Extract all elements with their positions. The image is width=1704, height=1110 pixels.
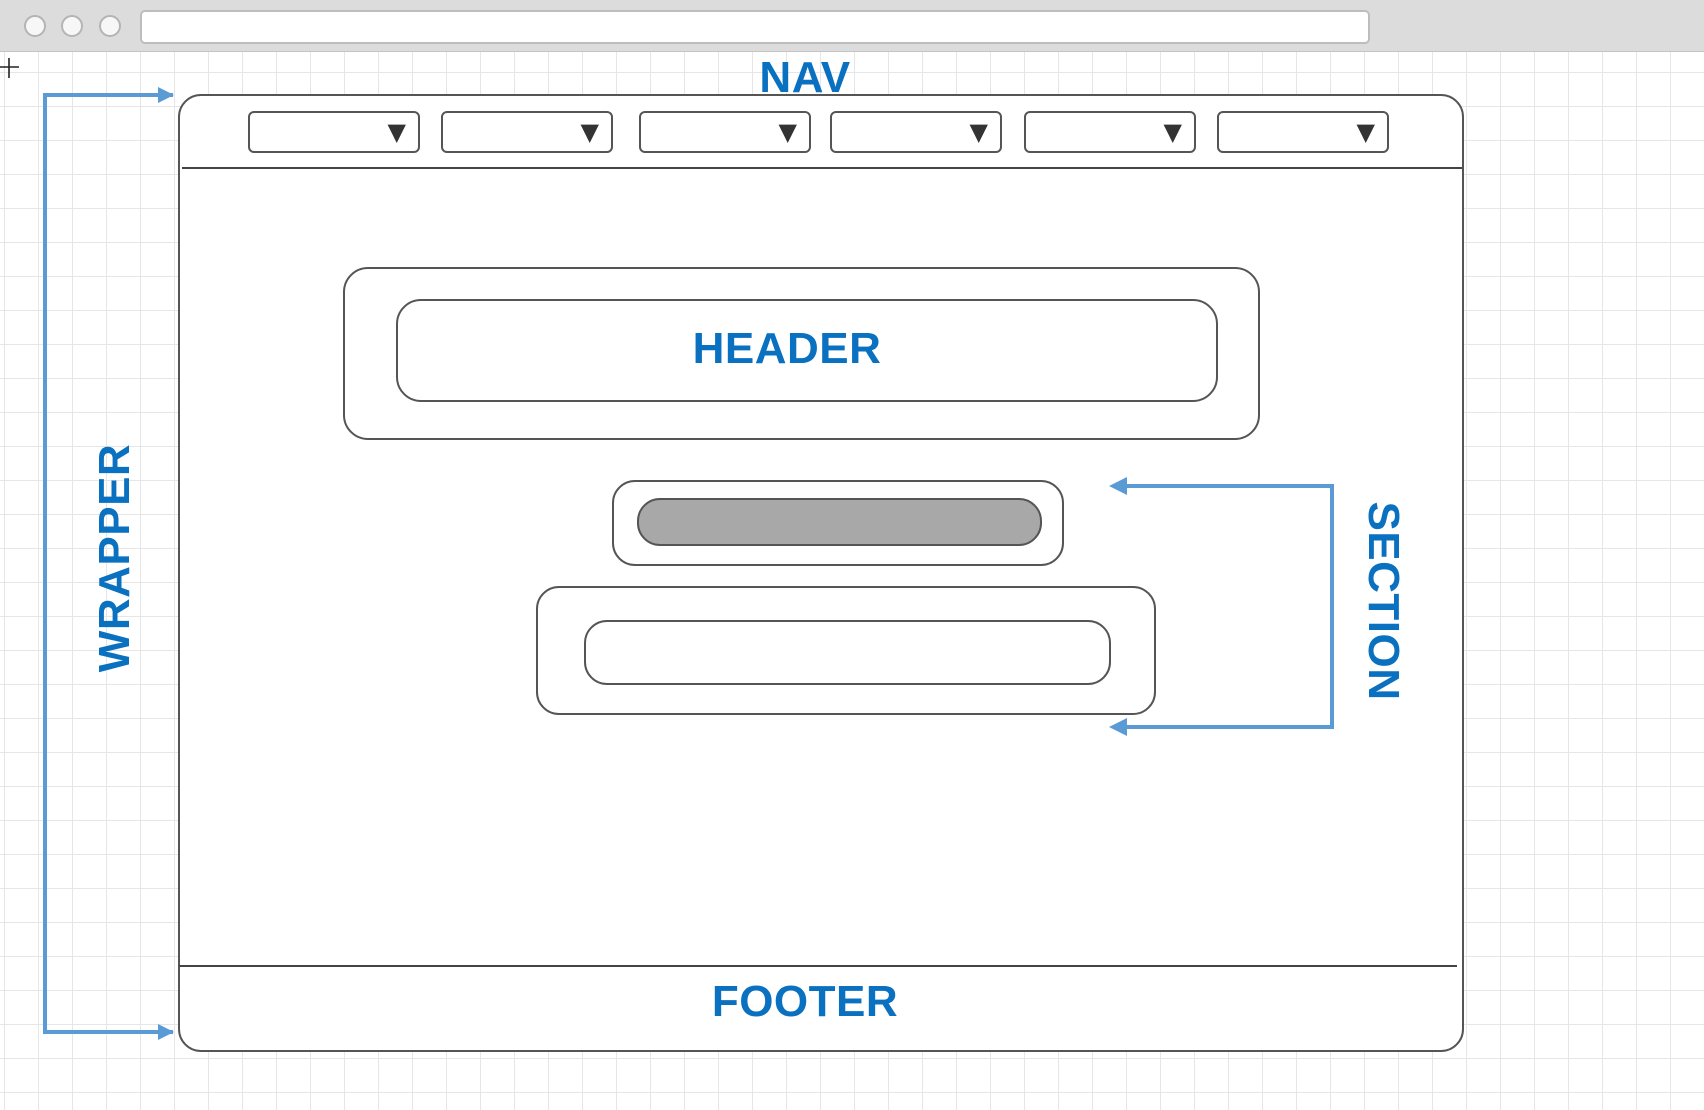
nav-label: NAV: [759, 53, 851, 102]
section-bracket-arrow: [1126, 484, 1334, 729]
triangle-down-icon: ▼: [580, 118, 599, 146]
section-inner-field: [584, 620, 1111, 685]
footer-label: FOOTER: [711, 977, 899, 1026]
section-label: SECTION: [1359, 501, 1408, 701]
triangle-down-icon: ▼: [969, 118, 988, 146]
window-close-icon[interactable]: [24, 15, 46, 37]
section-arrowhead-bottom: [1109, 718, 1127, 736]
header-label: HEADER: [692, 324, 882, 373]
section-filled-bar: [637, 498, 1042, 546]
window-maximize-icon[interactable]: [99, 15, 121, 37]
triangle-down-icon: ▼: [778, 118, 797, 146]
window-minimize-icon[interactable]: [61, 15, 83, 37]
triangle-down-icon: ▼: [1163, 118, 1182, 146]
section-arrowhead-top: [1109, 477, 1127, 495]
nav-dropdown-4[interactable]: ▼: [830, 111, 1002, 153]
nav-dropdown-1[interactable]: ▼: [248, 111, 420, 153]
wrapper-bracket-arrow: [43, 93, 173, 1034]
nav-dropdown-2[interactable]: ▼: [441, 111, 613, 153]
wrapper-arrowhead-top: [158, 87, 174, 103]
address-bar[interactable]: [140, 10, 1370, 44]
nav-dropdown-5[interactable]: ▼: [1024, 111, 1196, 153]
crosshair-icon: [0, 58, 19, 78]
header-inner-box: [396, 299, 1218, 402]
browser-titlebar: [0, 0, 1704, 52]
triangle-down-icon: ▼: [1356, 118, 1375, 146]
wrapper-label: WRAPPER: [90, 443, 139, 673]
wrapper-box: [178, 94, 1464, 1052]
wrapper-arrowhead-bottom: [158, 1024, 174, 1040]
triangle-down-icon: ▼: [387, 118, 406, 146]
nav-dropdown-6[interactable]: ▼: [1217, 111, 1389, 153]
nav-dropdown-3[interactable]: ▼: [639, 111, 811, 153]
